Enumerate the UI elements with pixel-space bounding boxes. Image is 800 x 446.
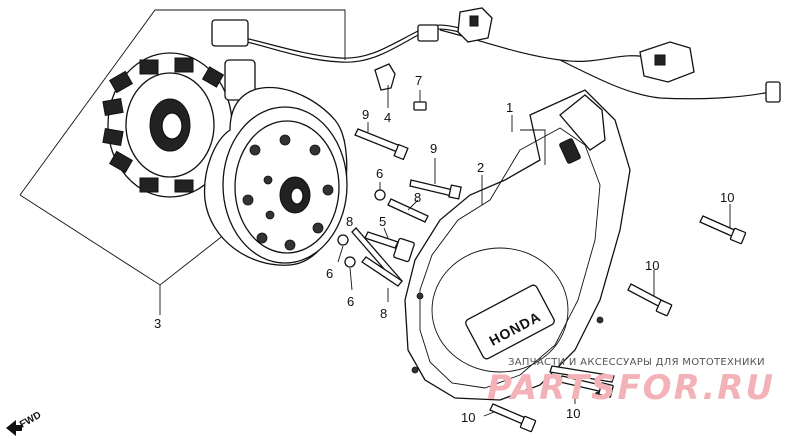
washer-6 <box>344 256 356 268</box>
wire-clamp <box>374 63 396 91</box>
cover-bolts-10 <box>483 204 747 433</box>
flywheel <box>203 86 348 266</box>
generator-cover: HONDA <box>404 89 631 401</box>
cover-lug <box>559 94 606 151</box>
callout-6-a: 6 <box>376 166 383 181</box>
callout-2: 2 <box>477 160 484 175</box>
callout-5: 5 <box>379 214 386 229</box>
connector-pin <box>654 54 666 66</box>
callout-1: 1 <box>506 100 513 115</box>
callout-8-b: 8 <box>346 214 353 229</box>
connector-pin <box>469 15 479 27</box>
bolt-8-upper <box>387 198 429 223</box>
callout-9-a: 9 <box>362 107 369 122</box>
watermark-brand: PARTSFOR.RU <box>487 368 775 408</box>
callout-3: 3 <box>154 316 161 331</box>
callout-7: 7 <box>415 73 422 88</box>
fwd-label: FWD <box>18 410 43 431</box>
callout-8-c: 8 <box>380 306 387 321</box>
connector-end <box>765 81 781 103</box>
fwd-marker: FWD <box>6 410 43 436</box>
fwd-arrow-icon <box>6 420 22 436</box>
callout-10-b: 10 <box>645 258 659 273</box>
callout-6-b: 6 <box>326 266 333 281</box>
callout-6-c: 6 <box>347 294 354 309</box>
harness-clip <box>417 24 439 42</box>
hardware <box>337 63 462 302</box>
bolt-7 <box>413 101 427 111</box>
watermark: ЗАПЧАСТИ И АКСЕССУАРЫ ДЛЯ МОТОТЕХНИКИ PA… <box>487 357 775 408</box>
stator <box>102 52 256 198</box>
callout-labels: 1 2 3 4 5 6 6 6 7 8 8 8 9 9 10 10 10 10 <box>154 73 734 425</box>
cover-logo-plate <box>465 284 555 360</box>
callout-10-c: 10 <box>566 406 580 421</box>
washer-6 <box>337 234 349 246</box>
wiring-harness <box>211 7 781 103</box>
callout-8-a: 8 <box>414 190 421 205</box>
connector-right <box>639 41 695 83</box>
watermark-subtitle: ЗАПЧАСТИ И АКСЕССУАРЫ ДЛЯ МОТОТЕХНИКИ <box>508 357 765 368</box>
bolt-9-upper <box>354 128 404 154</box>
washer-6 <box>374 189 386 201</box>
callout-10-d: 10 <box>461 410 475 425</box>
stator-lead-block <box>211 19 249 47</box>
callout-4: 4 <box>384 110 391 125</box>
callout-10-a: 10 <box>720 190 734 205</box>
callout-9-b: 9 <box>430 141 437 156</box>
bolt-8-lower <box>361 256 403 287</box>
